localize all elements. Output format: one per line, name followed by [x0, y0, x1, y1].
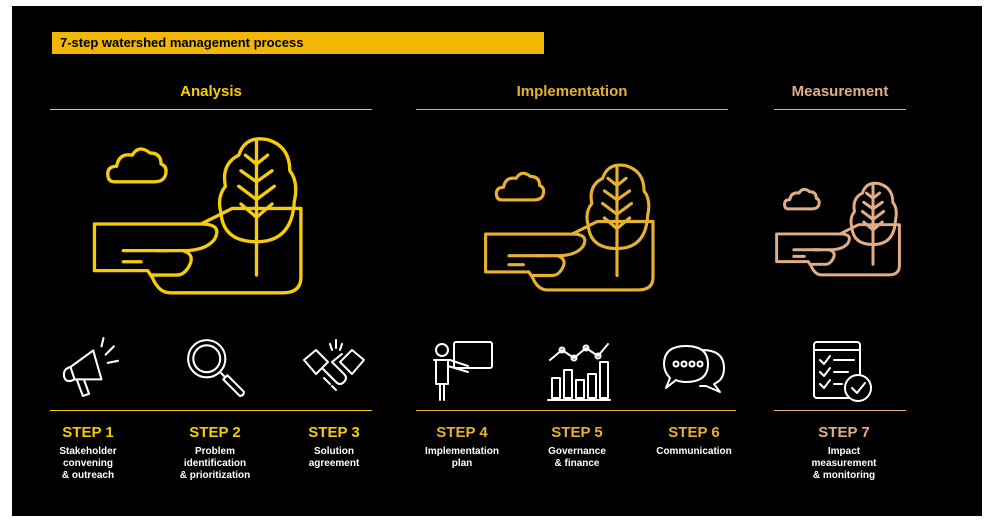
- section-title-measurement: Measurement: [791, 83, 889, 100]
- section-rule-implementation: [416, 109, 728, 110]
- step-2-label: STEP 2: [189, 424, 241, 441]
- diagram-canvas: 7-step watershed management process Anal…: [12, 6, 982, 516]
- bar-chart-icon: [547, 343, 611, 401]
- step-7-description: Impact measurement & monitoring: [811, 446, 877, 481]
- step-2-description: Problem identification & prioritization: [179, 446, 251, 481]
- cloud-icon: [106, 147, 168, 184]
- presenter-icon: [433, 341, 493, 401]
- section-title-implementation: Implementation: [516, 83, 628, 100]
- tree-icon: [860, 183, 886, 266]
- section-title-analysis: Analysis: [180, 83, 242, 100]
- step-3-description: Solution agreement: [308, 446, 360, 469]
- speech-bubbles-icon: [663, 345, 725, 393]
- step-4-description: Implementation plan: [425, 446, 499, 469]
- tree-icon: [237, 140, 276, 277]
- landscape-illustration-analysis: [92, 137, 303, 295]
- step-7-label: STEP 7: [818, 424, 870, 441]
- landscape-illustration-implementation: [484, 163, 655, 292]
- diagram-title: 7-step watershed management process: [52, 32, 544, 54]
- section-rule-measurement: [774, 109, 906, 110]
- step-1-label: STEP 1: [62, 424, 114, 441]
- water-bank: [775, 223, 901, 277]
- cloud-icon: [494, 171, 546, 202]
- checklist-icon: [813, 341, 872, 402]
- step-6-label: STEP 6: [668, 424, 720, 441]
- step-4-label: STEP 4: [436, 424, 488, 441]
- section-rule-analysis: [50, 109, 372, 110]
- tree-icon: [601, 165, 633, 278]
- cloud-icon: [783, 187, 821, 211]
- step-6-description: Communication: [656, 446, 732, 457]
- megaphone-icon: [62, 337, 120, 397]
- landscape-illustration-measurement: [775, 181, 901, 277]
- steps-rule-implementation: [416, 410, 736, 411]
- step-5-description: Governance & finance: [548, 446, 606, 469]
- step-1-description: Stakeholder convening & outreach: [59, 446, 117, 481]
- steps-rule-analysis: [50, 410, 372, 411]
- water-bank: [92, 206, 303, 295]
- magnifier-icon: [187, 339, 245, 397]
- step-3-label: STEP 3: [308, 424, 360, 441]
- water-bank: [484, 219, 655, 292]
- handshake-icon: [303, 339, 365, 391]
- steps-rule-measurement: [774, 410, 906, 411]
- step-5-label: STEP 5: [551, 424, 603, 441]
